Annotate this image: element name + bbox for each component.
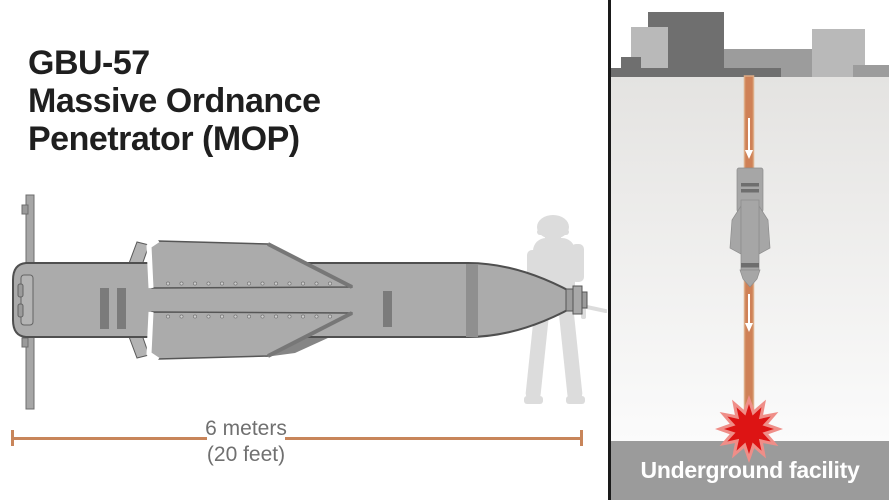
- surface-strip: [611, 68, 781, 77]
- scale-tick-right: [580, 430, 583, 446]
- down-arrow-icon: [745, 294, 753, 332]
- building-block: [781, 65, 812, 77]
- bomb-scale-panel: GBU-57 Massive Ordnance Penetrator (MOP): [0, 44, 610, 480]
- title-line-1: GBU-57: [28, 44, 150, 82]
- underground-facility-bar: Underground facility: [611, 441, 889, 500]
- building-block: [621, 57, 641, 68]
- underground-facility-label: Underground facility: [640, 457, 860, 483]
- scale-label: 6 meters (20 feet): [186, 416, 306, 468]
- title-line-2: Massive Ordnance: [28, 82, 321, 120]
- scale-line-left: [13, 437, 207, 440]
- scale-tick-left: [11, 430, 14, 446]
- down-arrow-icon: [745, 118, 753, 159]
- scale-feet: (20 feet): [206, 443, 286, 466]
- gbu57-bomb-side-icon: [0, 185, 610, 415]
- scale-line-right: [285, 437, 581, 440]
- falling-bomb-icon: [729, 167, 771, 288]
- scale-bar: 6 meters (20 feet): [0, 410, 608, 480]
- penetration-diagram-panel: Underground facility: [608, 0, 889, 500]
- penetration-overlay: [715, 75, 783, 463]
- title-line-3: Penetrator (MOP): [28, 120, 300, 158]
- scale-meters: 6 meters: [205, 417, 287, 440]
- building-block: [853, 65, 889, 77]
- page-title: GBU-57 Massive Ordnance Penetrator (MOP): [28, 44, 321, 158]
- nose-fuze: [565, 288, 574, 312]
- explosion-core-icon: [724, 404, 774, 454]
